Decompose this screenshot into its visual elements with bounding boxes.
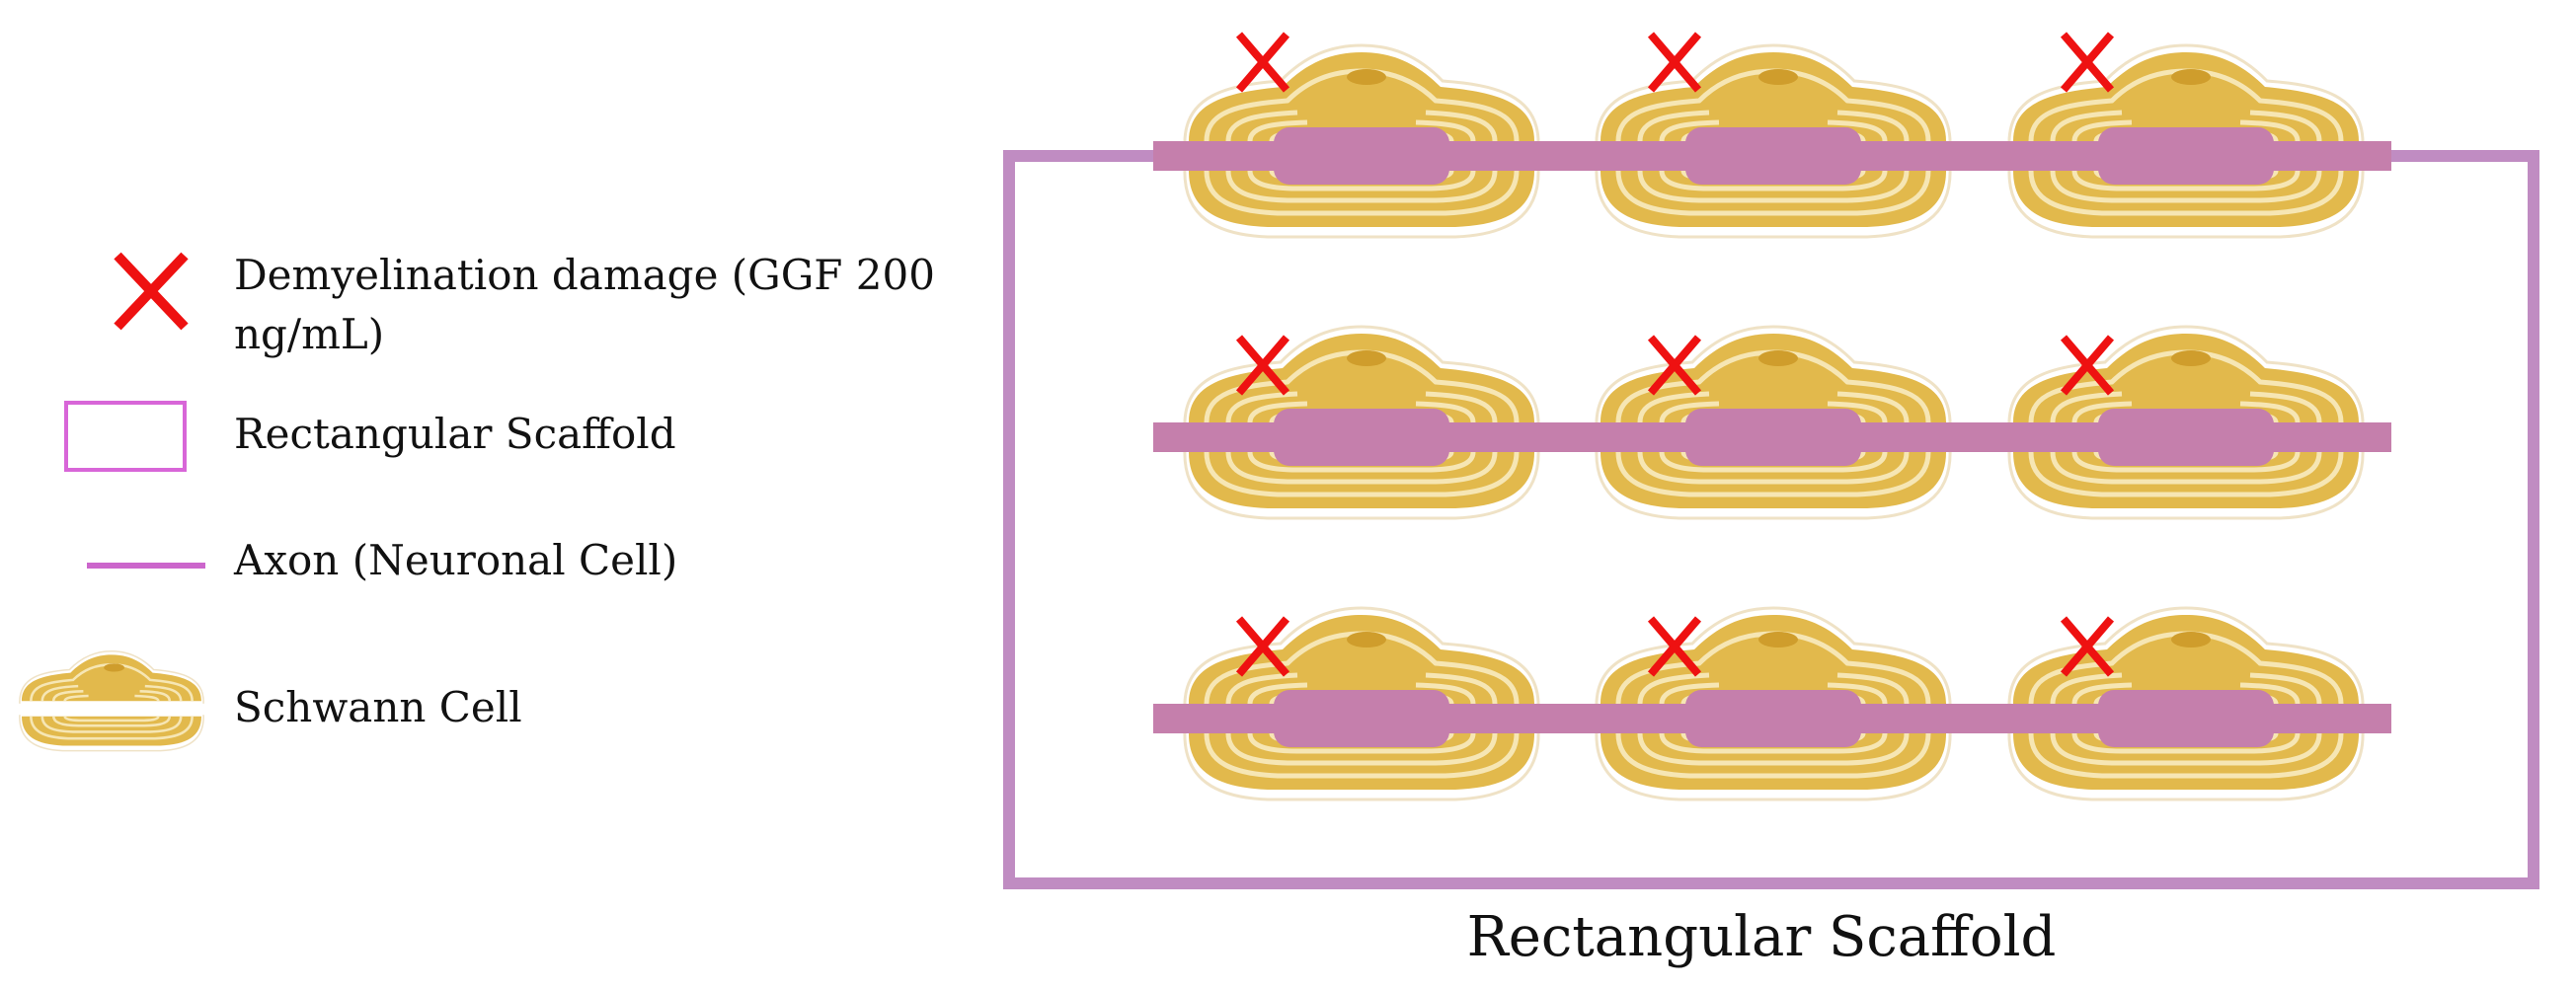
legend-item-scaffold: Rectangular Scaffold	[64, 401, 676, 472]
axon-row	[1153, 327, 2391, 518]
legend-item-damage: Demyelination damage (GGF 200 ng/mL)	[114, 251, 935, 358]
axon-segment	[1274, 127, 1449, 185]
axon-segment	[1685, 127, 1861, 185]
legend-damage-label-line1: Demyelination damage (GGF 200	[234, 251, 935, 299]
axon-segment	[1685, 690, 1861, 747]
axon-row	[1153, 35, 2391, 237]
cross-mark-icon	[114, 252, 189, 331]
axon-segment	[2098, 127, 2274, 185]
legend-axon-label: Axon (Neuronal Cell)	[233, 536, 677, 584]
axon-segment	[2098, 409, 2274, 466]
scaffold-caption: Rectangular Scaffold	[1467, 905, 2057, 969]
scaffold-outline	[1003, 150, 2539, 889]
axon-rows	[1153, 35, 2391, 800]
schwann-cell-icon	[18, 649, 205, 752]
axon-row	[1153, 608, 2391, 800]
legend-schwann-label: Schwann Cell	[234, 683, 522, 731]
axon-segment	[2098, 690, 2274, 747]
legend-scaffold-label: Rectangular Scaffold	[234, 410, 676, 458]
axon-segment	[1274, 409, 1449, 466]
axon-segment	[1685, 409, 1861, 466]
axon-segment	[1274, 690, 1449, 747]
rectangle-outline-icon	[64, 401, 187, 472]
legend: Demyelination damage (GGF 200 ng/mL) Rec…	[18, 251, 935, 752]
legend-item-axon: Axon (Neuronal Cell)	[87, 536, 677, 584]
legend-damage-label-line2: ng/mL)	[234, 310, 384, 358]
legend-item-schwann: Schwann Cell	[18, 649, 522, 752]
